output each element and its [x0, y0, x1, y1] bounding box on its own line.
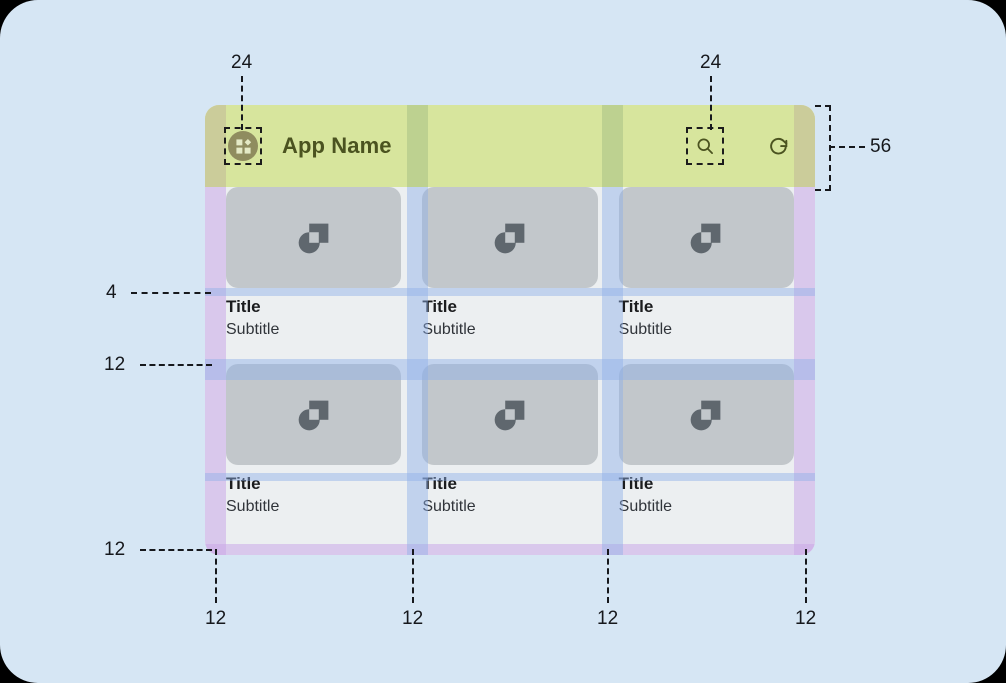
card-subtitle: Subtitle [226, 498, 280, 516]
appbar-gutter-strip-2 [602, 105, 623, 187]
card-subtitle: Subtitle [422, 498, 476, 516]
card-text: Title Subtitle [422, 288, 597, 343]
app-bar: App Name [205, 105, 815, 187]
annotation-row-gap: 12 [104, 354, 126, 375]
card-media [226, 364, 402, 466]
card-text: Title Subtitle [422, 465, 597, 520]
annotation-leader-bottom-margin [140, 549, 212, 551]
annotation-media-title-gap: 4 [106, 282, 117, 303]
spacing-band-bottom-margin [205, 544, 815, 555]
annotation-gutter-2: 12 [597, 608, 619, 629]
card[interactable]: Title Subtitle [422, 364, 598, 520]
card[interactable]: Title Subtitle [226, 364, 402, 520]
image-placeholder-icon [494, 400, 525, 430]
card-grid: Title Subtitle T [205, 187, 815, 520]
annotation-bracket-appbar-height [815, 105, 831, 191]
card-media [618, 187, 794, 288]
app-bar-content: App Name [205, 105, 815, 187]
image-placeholder-icon [690, 400, 721, 430]
annotation-leader-icon-left [241, 76, 243, 130]
annotation-bottom-margin: 12 [104, 539, 126, 560]
app-title: App Name [282, 133, 392, 158]
card-text: Title Subtitle [226, 465, 401, 520]
content-area: Title Subtitle T [205, 187, 815, 555]
appbar-gutter-strip-1 [407, 105, 428, 187]
annotation-bottom-margin-right: 12 [795, 608, 817, 629]
appbar-margin-strip-right [794, 105, 815, 187]
refresh-icon[interactable] [764, 131, 794, 161]
annotation-icon-inset-left: 24 [231, 52, 253, 73]
annotation-leader-bottom-4 [805, 549, 807, 603]
card-subtitle: Subtitle [422, 321, 476, 339]
card-title: Title [618, 474, 654, 494]
card-title: Title [226, 474, 261, 494]
image-placeholder-icon [494, 223, 525, 253]
app-icon-hitbox[interactable] [224, 127, 262, 165]
card-row: Title Subtitle T [226, 364, 794, 520]
annotation-leader-media-title-gap [131, 292, 211, 294]
card-subtitle: Subtitle [618, 321, 673, 339]
card-title: Title [422, 474, 457, 494]
card[interactable]: Title Subtitle [226, 187, 402, 343]
annotation-leader-row-gap [140, 364, 212, 366]
appbar-margin-strip-left [205, 105, 226, 187]
annotation-appbar-height: 56 [870, 136, 892, 157]
card-media [618, 364, 794, 466]
card[interactable]: Title Subtitle [618, 187, 794, 343]
image-placeholder-icon [298, 400, 329, 430]
image-placeholder-icon [690, 223, 721, 253]
card-media [226, 187, 402, 288]
search-icon[interactable] [686, 127, 724, 165]
card-title: Title [618, 297, 654, 316]
annotation-gutter-1: 12 [402, 608, 424, 629]
card-text: Title Subtitle [619, 288, 794, 343]
card-media [422, 187, 598, 288]
card[interactable]: Title Subtitle [618, 364, 794, 520]
card-title: Title [226, 297, 261, 316]
annotation-leader-bottom-3 [607, 549, 609, 603]
card-media [422, 364, 598, 466]
card-text: Title Subtitle [226, 288, 401, 343]
card-title: Title [422, 297, 457, 316]
annotation-icon-inset-right: 24 [700, 52, 722, 73]
card-subtitle: Subtitle [618, 498, 673, 516]
annotation-leader-appbar-height [829, 146, 865, 148]
annotation-leader-bottom-2 [412, 549, 414, 603]
card-row: Title Subtitle T [226, 187, 794, 343]
card[interactable]: Title Subtitle [422, 187, 598, 343]
card-subtitle: Subtitle [226, 321, 280, 339]
annotation-leader-icon-right [710, 76, 712, 130]
card-text: Title Subtitle [619, 465, 794, 520]
device-frame: App Name [205, 105, 815, 555]
image-placeholder-icon [298, 223, 329, 253]
app-grid-icon [228, 131, 258, 161]
annotation-bottom-margin-left: 12 [205, 608, 227, 629]
annotation-leader-bottom-1 [215, 549, 217, 603]
